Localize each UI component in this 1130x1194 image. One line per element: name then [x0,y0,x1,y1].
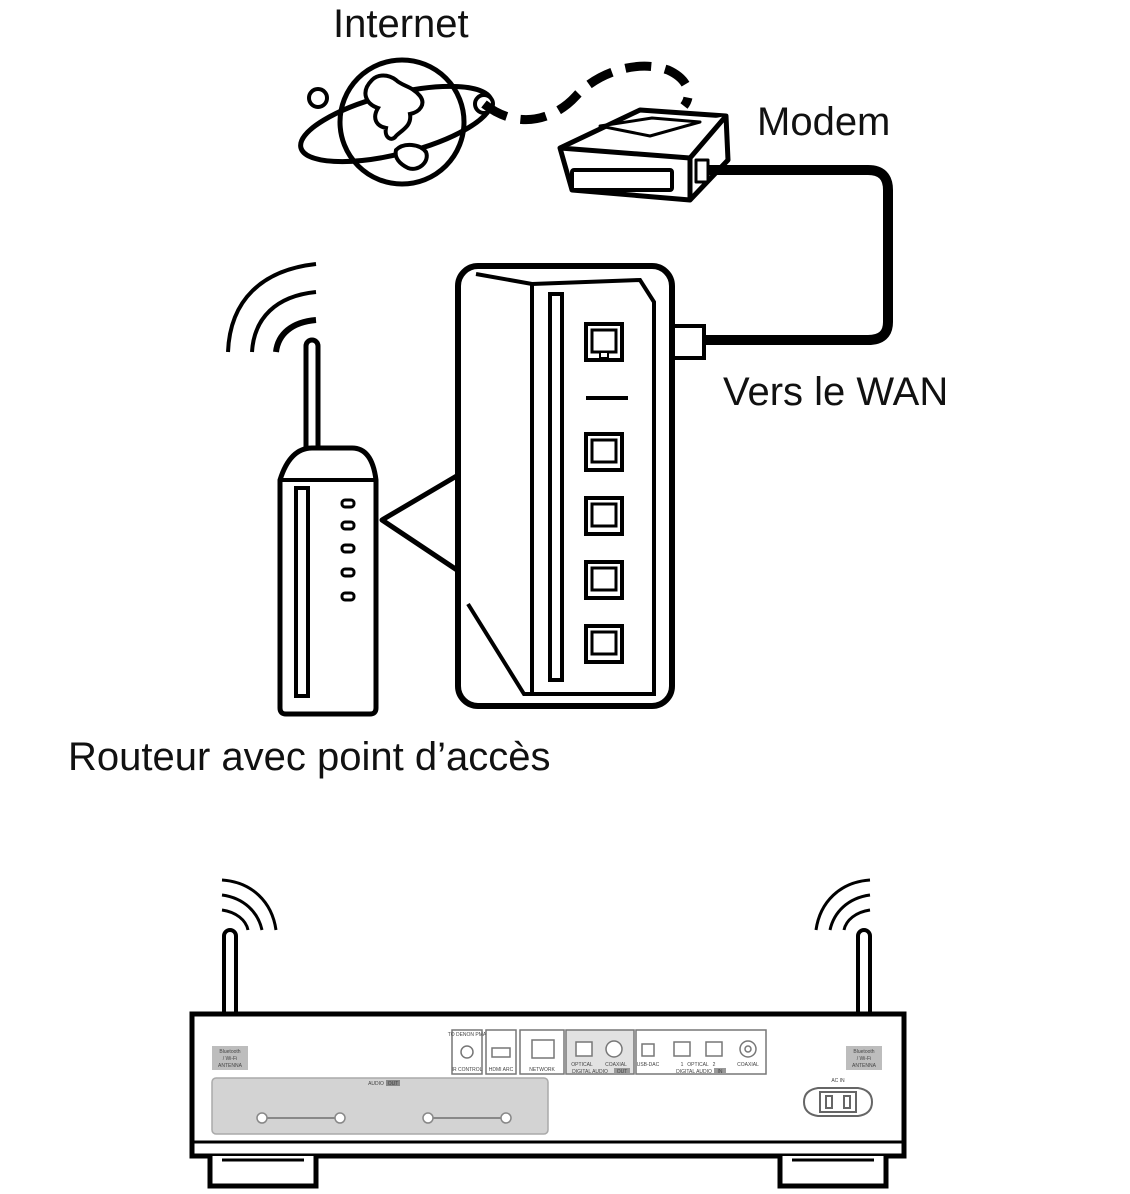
modem-label: Modem [757,100,891,144]
lan-port-4 [584,624,624,664]
svg-text:OUT: OUT [617,1069,628,1075]
rear-connectors: TO DENON PMA IR CONTROL HDMI ARC NETWORK… [448,1029,767,1075]
internet-globe-icon [298,57,495,187]
svg-text:Bluetooth: Bluetooth [853,1049,874,1055]
svg-text:2: 2 [713,1062,716,1068]
router-port-panel-zoom [455,263,675,709]
lan-ports [584,432,624,664]
lan-port-1 [584,432,624,472]
router-wifi-waves [226,262,317,353]
svg-text:/ Wi-Fi: / Wi-Fi [223,1056,237,1062]
antenna-label-left: Bluetooth / Wi-Fi ANTENNA [212,1046,248,1070]
svg-text:OPTICAL: OPTICAL [571,1062,593,1068]
lan-port-3 [584,560,624,600]
receiver-wifi-waves-right [814,878,871,931]
wan-port [584,322,624,362]
svg-text:TO DENON PMA: TO DENON PMA [448,1032,487,1038]
svg-text:ANTENNA: ANTENNA [852,1063,877,1069]
svg-text:AC IN: AC IN [831,1078,845,1084]
zoom-callout [379,471,462,575]
svg-text:COAXIAL: COAXIAL [737,1062,759,1068]
svg-text:AUDIO: AUDIO [368,1081,384,1087]
ac-in-socket: AC IN [802,1078,874,1117]
internet-label: Internet [333,2,469,46]
router-label: Routeur avec point d’accès [68,735,551,779]
svg-text:HDMI ARC: HDMI ARC [489,1067,514,1073]
router-icon [277,337,379,717]
wan-label: Vers le WAN [723,370,949,414]
antenna-label-right: Bluetooth / Wi-Fi ANTENNA [846,1046,882,1070]
svg-text:ANTENNA: ANTENNA [218,1063,243,1069]
lan-port-2 [584,496,624,536]
svg-text:DIGITAL AUDIO: DIGITAL AUDIO [572,1069,608,1075]
svg-text:IR CONTROL: IR CONTROL [452,1067,483,1073]
svg-text:USB-DAC: USB-DAC [637,1062,660,1068]
svg-text:COAXIAL: COAXIAL [605,1062,627,1068]
modem-icon [557,107,731,203]
svg-text:Bluetooth: Bluetooth [219,1049,240,1055]
receiver-wifi-waves-left [221,878,278,931]
audio-out-strip: AUDIO OUT [211,1077,549,1135]
svg-text:OPTICAL: OPTICAL [687,1062,709,1068]
svg-text:NETWORK: NETWORK [529,1067,555,1073]
internet-link-dashed [481,61,693,125]
svg-text:DIGITAL AUDIO: DIGITAL AUDIO [676,1069,712,1075]
svg-text:/ Wi-Fi: / Wi-Fi [857,1056,871,1062]
svg-text:IN: IN [718,1069,723,1075]
wan-cable [702,165,893,345]
svg-text:OUT: OUT [388,1081,399,1087]
svg-text:1: 1 [681,1062,684,1068]
